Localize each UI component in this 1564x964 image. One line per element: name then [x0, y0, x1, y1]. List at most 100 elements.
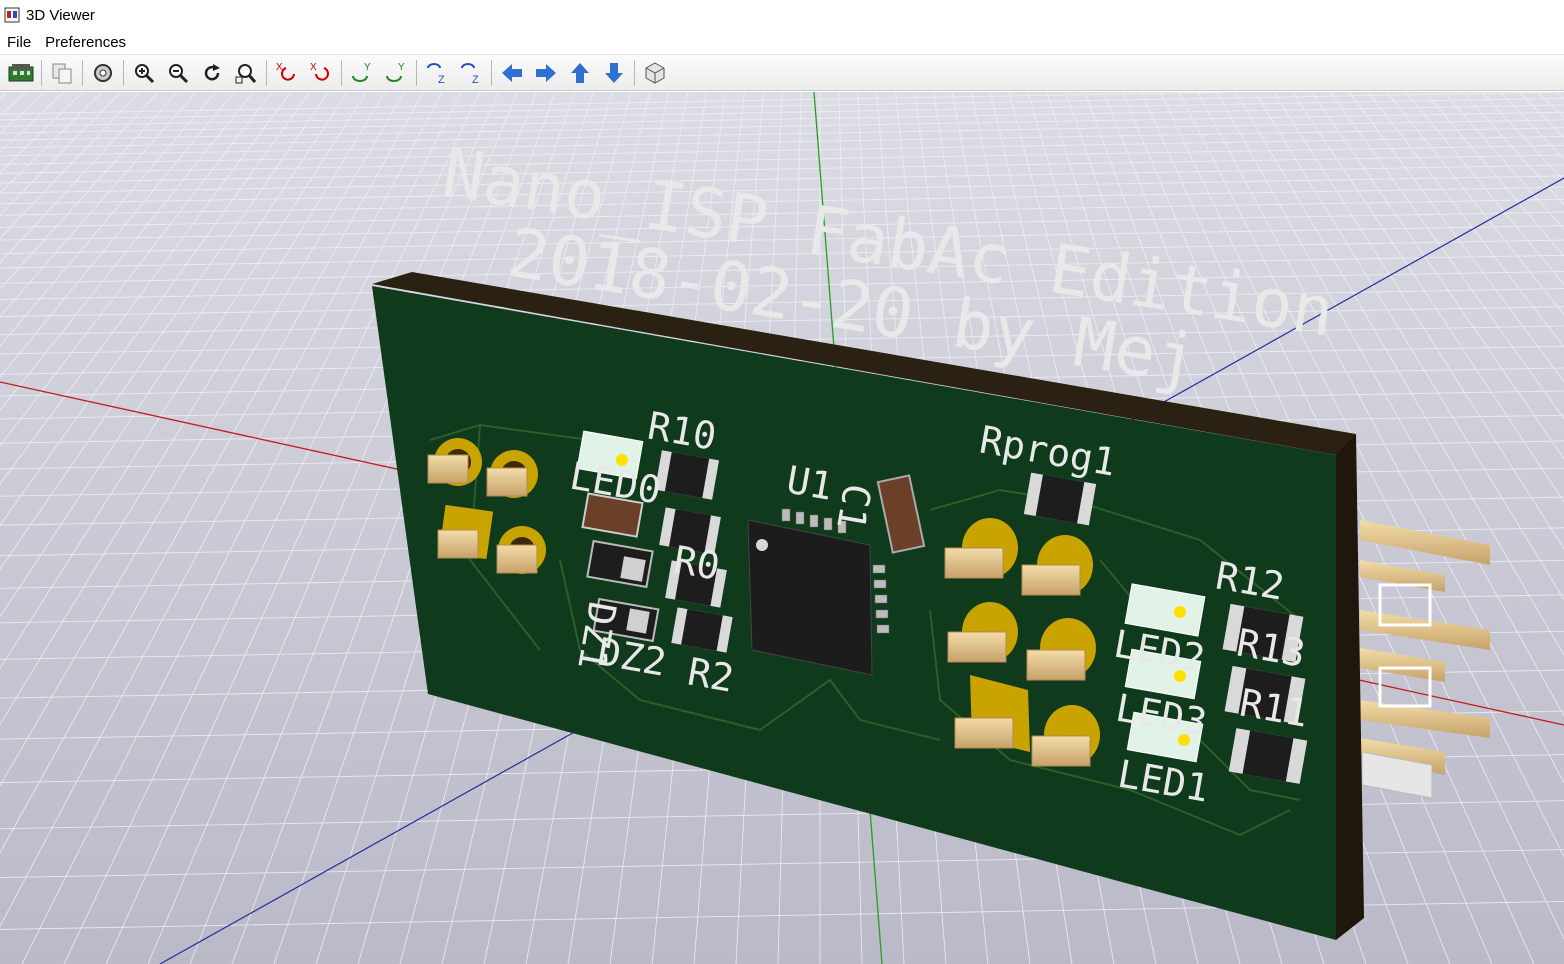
grid-line	[0, 104, 1564, 134]
grid-line	[0, 92, 1564, 121]
grid-line	[0, 92, 405, 787]
3d-viewport[interactable]: Nano_ISP FabAc Edition 2018-02-20 by Mej	[0, 92, 1564, 964]
render-options-button[interactable]	[88, 58, 118, 88]
move-down-button[interactable]	[599, 58, 629, 88]
move-down-icon	[605, 62, 623, 83]
rotate-y-cw-button[interactable]: Y	[347, 58, 377, 88]
grid-line	[0, 92, 140, 240]
grid-line	[0, 164, 1564, 194]
toolbar-separator	[123, 59, 124, 86]
grid-line	[0, 92, 197, 318]
grid-line	[0, 92, 235, 378]
zoom-in-button[interactable]	[129, 58, 159, 88]
grid-line	[0, 92, 443, 928]
grid-line	[0, 239, 1564, 269]
grid-line	[0, 92, 367, 670]
grid-line	[0, 154, 1564, 184]
grid-line	[0, 92, 329, 570]
grid-line	[0, 127, 1564, 157]
rotate-x-cw-icon: X	[276, 62, 295, 81]
grid-line	[0, 306, 1564, 336]
grid-line	[0, 198, 1564, 228]
grid-line	[189, 92, 537, 964]
grid-line	[0, 175, 1564, 205]
render-options-icon	[94, 63, 112, 82]
zoom-fit-icon	[235, 63, 257, 83]
grid-line	[0, 92, 216, 347]
label-c1: C1	[828, 480, 879, 533]
svg-text:Z: Z	[438, 74, 445, 86]
grid-line	[105, 92, 500, 964]
rotate-x-cw-button[interactable]: X	[272, 58, 302, 88]
grid-line	[0, 92, 424, 854]
reload-board-button[interactable]	[6, 58, 36, 88]
grid-line	[1386, 92, 1564, 316]
grid-line	[0, 225, 1564, 255]
grid-line	[0, 92, 311, 526]
zoom-in-icon	[135, 63, 155, 83]
menubar: File Preferences	[0, 30, 1564, 55]
grid-line	[0, 288, 1564, 318]
toolbar-separator	[266, 59, 267, 86]
rotate-y-ccw-button[interactable]: Y	[381, 58, 411, 88]
ortho-view-button[interactable]	[640, 58, 670, 88]
window-titlebar: 3D Viewer	[0, 0, 1564, 30]
grid-line	[1292, 92, 1564, 503]
svg-text:Y: Y	[398, 62, 405, 73]
move-up-button[interactable]	[565, 58, 595, 88]
grid-line	[0, 92, 386, 726]
window-title: 3D Viewer	[26, 6, 95, 24]
grid-line	[1197, 92, 1564, 784]
label-u1: U1	[783, 458, 836, 509]
zoom-out-button[interactable]	[163, 58, 193, 88]
rotate-z-cw-icon: Z	[427, 62, 445, 86]
rotate-z-ccw-button[interactable]: Z	[456, 58, 486, 88]
grid-line	[1216, 92, 1564, 717]
toolbar-separator	[491, 59, 492, 86]
rotate-x-ccw-button[interactable]: X	[306, 58, 336, 88]
redraw-icon	[204, 63, 220, 80]
pcb-edge-right	[1336, 434, 1364, 940]
grid-line	[147, 92, 519, 964]
toolbar-separator	[41, 59, 42, 86]
grid-line	[0, 92, 159, 264]
copy-image-button[interactable]	[47, 58, 77, 88]
rotate-z-cw-button[interactable]: Z	[422, 58, 452, 88]
isp-connector-pads	[944, 518, 1100, 767]
grid-line	[0, 270, 1564, 300]
grid-line	[0, 144, 1564, 174]
grid-line	[21, 92, 462, 964]
toolbar-separator	[82, 59, 83, 86]
grid-line	[0, 97, 1564, 127]
toolbar-separator	[634, 59, 635, 86]
rotate-y-cw-icon: Y	[352, 62, 371, 82]
move-right-icon	[536, 63, 556, 82]
move-right-button[interactable]	[531, 58, 561, 88]
move-left-button[interactable]	[497, 58, 527, 88]
grid-line	[1367, 92, 1564, 348]
grid-line	[1405, 92, 1564, 286]
pin-header-connector	[1360, 520, 1490, 799]
zoom-fit-button[interactable]	[231, 58, 261, 88]
svg-text:Z: Z	[472, 74, 479, 86]
label-r2: R2	[684, 650, 737, 701]
grid-line	[0, 92, 178, 290]
menu-preferences[interactable]: Preferences	[45, 33, 127, 51]
silkscreen-labels: R10 LED0 U1 C1 Rprog1 R0 DZ1 DZ2 R2 R12 …	[566, 404, 1311, 811]
move-up-icon	[571, 62, 589, 83]
svg-text:Y: Y	[364, 62, 371, 73]
menu-file[interactable]: File	[7, 33, 32, 51]
grid-line	[0, 254, 1564, 284]
pcb-traces	[429, 423, 1301, 837]
copy-image-icon	[52, 63, 72, 83]
toolbar-separator	[341, 59, 342, 86]
move-left-icon	[502, 63, 522, 82]
rotate-y-ccw-icon: Y	[386, 62, 405, 82]
c1-capacitor	[876, 474, 926, 554]
reload-board-icon	[8, 63, 34, 81]
grid-line	[1329, 92, 1564, 420]
redraw-button[interactable]	[197, 58, 227, 88]
rotate-x-ccw-icon: X	[310, 62, 329, 81]
grid-line	[0, 92, 1254, 115]
zoom-out-icon	[169, 63, 189, 83]
